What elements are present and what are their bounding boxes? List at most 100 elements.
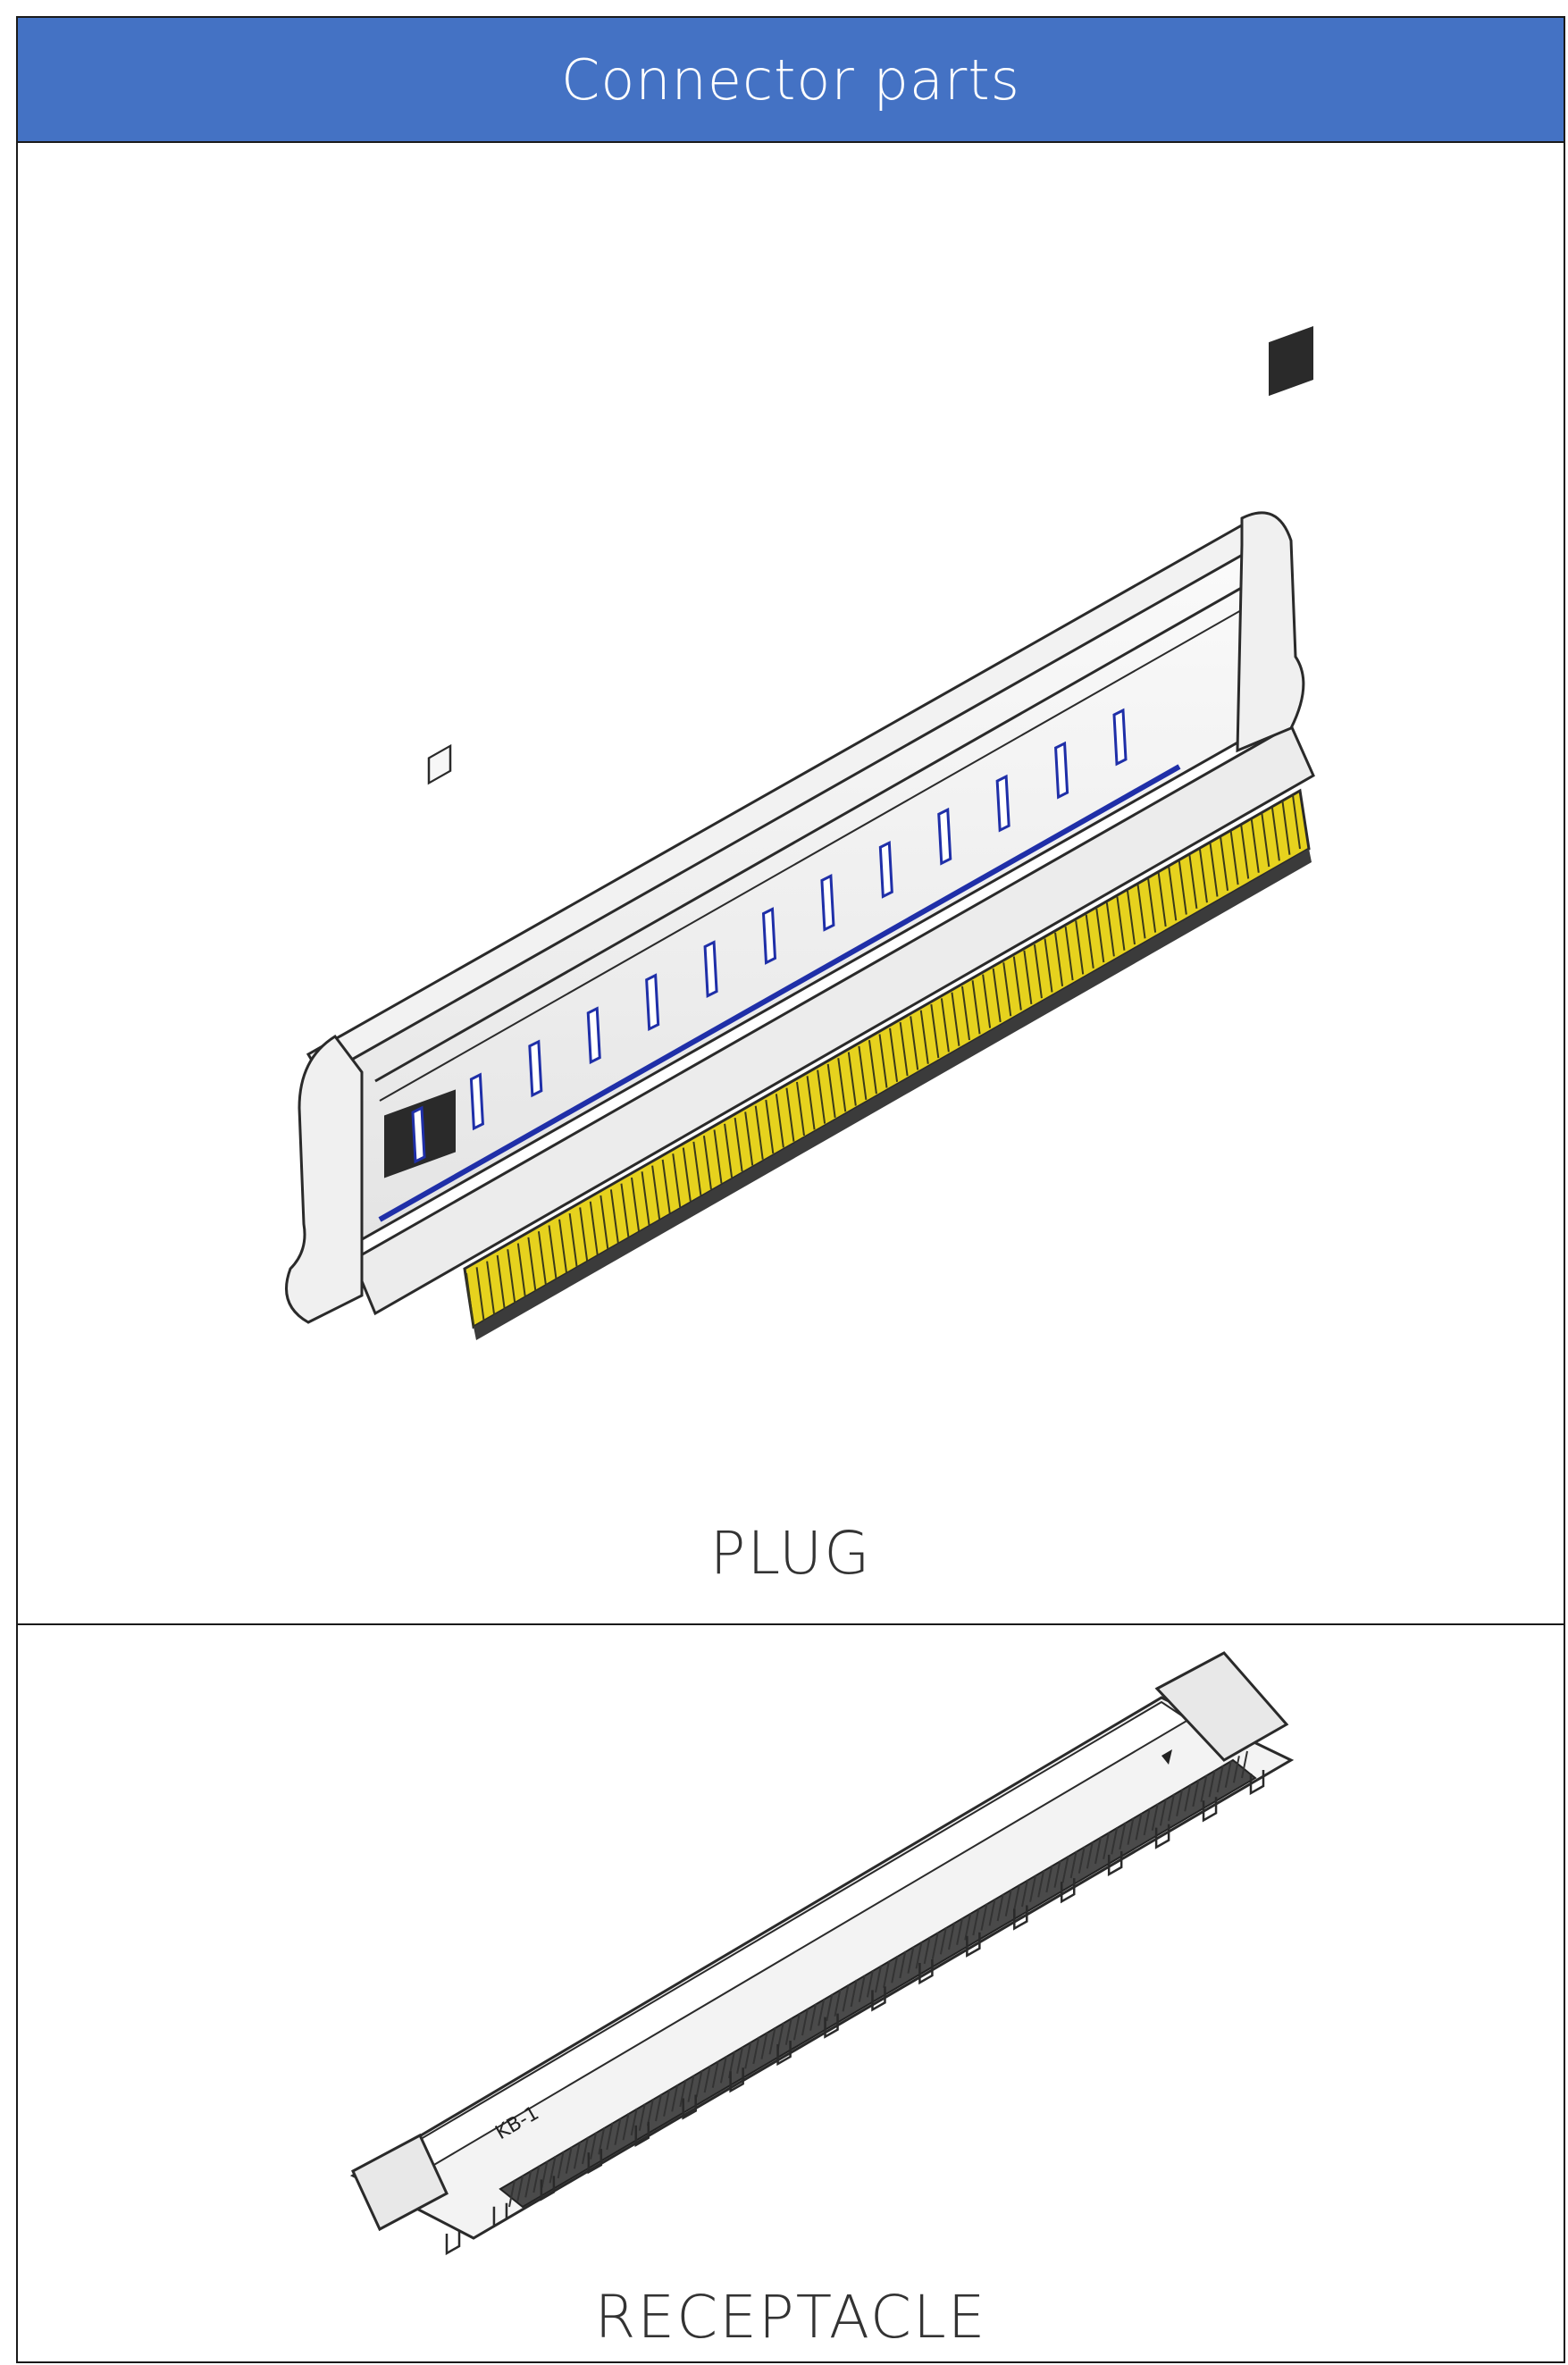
receptacle-solder-tab xyxy=(1013,1905,1028,1931)
receptacle-contact xyxy=(980,1903,988,1931)
receptacle-contact xyxy=(988,1899,996,1926)
plug-contact xyxy=(982,974,992,1028)
plug-contact xyxy=(1281,801,1291,855)
plug-contact xyxy=(713,1129,723,1184)
plug-contact xyxy=(1105,902,1115,957)
receptacle-solder-tab xyxy=(1249,1770,1265,1796)
plug-contact xyxy=(899,1021,909,1077)
receptacle-contact xyxy=(1103,1832,1111,1859)
receptacle-contact xyxy=(719,2056,727,2084)
receptacle-contact xyxy=(630,2108,638,2136)
plug-slot xyxy=(586,1006,601,1065)
receptacle-contact xyxy=(622,2113,630,2141)
receptacle-contact xyxy=(1159,1799,1167,1826)
plug-contact xyxy=(1075,920,1085,975)
plug-contact xyxy=(754,1105,764,1160)
plug-contact xyxy=(496,1254,506,1310)
receptacle-contact xyxy=(1053,1860,1061,1888)
plug-contact xyxy=(889,1027,899,1082)
plug-contact xyxy=(1270,807,1280,861)
plug-contact xyxy=(1209,843,1219,897)
plug-contact xyxy=(527,1237,537,1292)
receptacle-contact xyxy=(524,2170,532,2198)
receptacle-contact xyxy=(1029,1874,1037,1902)
receptacle-contact xyxy=(516,2175,524,2202)
receptacle-contact xyxy=(711,2060,719,2088)
receptacle-contact xyxy=(549,2156,557,2184)
receptacle-contact xyxy=(948,1922,955,1950)
plug-left-endcap xyxy=(285,1034,456,1324)
plug-contact xyxy=(682,1147,692,1202)
receptacle-contact xyxy=(1151,1803,1159,1831)
plug-blue-stripe xyxy=(378,764,1181,1222)
plug-slot xyxy=(1112,708,1128,767)
plug-contact xyxy=(868,1040,877,1094)
plug-contact xyxy=(1136,885,1146,939)
receptacle-solder-tab xyxy=(634,2121,650,2147)
receptacle-contact xyxy=(996,1893,1004,1922)
plug-contact xyxy=(692,1141,702,1196)
receptacle-contact xyxy=(972,1908,980,1936)
plug-slot xyxy=(820,874,835,932)
receptacle-contact xyxy=(671,2084,679,2112)
receptacle-contact xyxy=(646,2099,654,2126)
receptacle-contact xyxy=(1224,1760,1232,1788)
plug-slot xyxy=(878,840,893,899)
plug-contact xyxy=(1178,860,1187,915)
receptacle-contact xyxy=(606,2122,614,2151)
plug-contact xyxy=(1250,818,1260,873)
plug-contact xyxy=(548,1225,558,1279)
receptacle-contact xyxy=(850,1979,858,2008)
receptacle-contact xyxy=(923,1936,931,1965)
plug-contact xyxy=(1240,825,1250,879)
receptacle-contact xyxy=(565,2146,573,2174)
plug-contact xyxy=(1198,849,1208,903)
receptacle-contact xyxy=(1208,1770,1216,1798)
plug-contact xyxy=(568,1212,578,1268)
receptacle-solder-tab xyxy=(587,2149,603,2175)
receptacle-contact xyxy=(784,2017,792,2045)
receptacle-contact xyxy=(573,2142,581,2169)
plug-contact xyxy=(641,1171,650,1226)
plug-slot xyxy=(937,807,952,866)
plug-contact xyxy=(1012,956,1022,1011)
plug-contact xyxy=(558,1219,568,1273)
plug-contact xyxy=(1116,896,1126,951)
plug-contact xyxy=(796,1081,805,1136)
receptacle-contact xyxy=(541,2160,549,2188)
plug-contact xyxy=(878,1034,888,1088)
plug-contact xyxy=(930,1003,940,1059)
receptacle-contact xyxy=(1119,1822,1127,1850)
receptacle-contact xyxy=(1021,1879,1028,1908)
receptacle-contact xyxy=(956,1917,964,1945)
plug-contact xyxy=(1127,890,1136,945)
receptacle-solder-tab xyxy=(682,2094,697,2120)
plug-contact xyxy=(1064,926,1074,981)
plug-contact xyxy=(475,1267,485,1321)
receptacle-contact xyxy=(663,2089,671,2117)
plug-contact xyxy=(620,1183,630,1237)
plug-slot xyxy=(1054,741,1069,800)
receptacle-right-endcap xyxy=(1154,1651,1289,1762)
receptacle-contact xyxy=(1037,1870,1045,1898)
receptacle-contact xyxy=(964,1913,972,1941)
receptacle-contact xyxy=(1004,1889,1012,1916)
receptacle-contact xyxy=(1127,1817,1135,1845)
plug-contact xyxy=(631,1177,640,1232)
plug-contact xyxy=(826,1063,836,1119)
receptacle-contact xyxy=(598,2127,606,2155)
receptacle-contact xyxy=(744,2042,752,2069)
receptacle-contact xyxy=(1143,1807,1151,1836)
receptacle-contact xyxy=(1061,1856,1069,1883)
receptacle-solder-tab xyxy=(729,2067,744,2093)
receptacle-contact xyxy=(826,1993,834,2022)
receptacle-contact xyxy=(1241,1750,1248,1779)
plug-contact xyxy=(775,1094,784,1148)
receptacle-contact xyxy=(655,2093,662,2122)
receptacle-contact xyxy=(760,2032,768,2059)
receptacle-contact xyxy=(590,2132,598,2160)
receptacle-contact xyxy=(931,1932,939,1959)
receptacle-contact xyxy=(891,1956,899,1983)
